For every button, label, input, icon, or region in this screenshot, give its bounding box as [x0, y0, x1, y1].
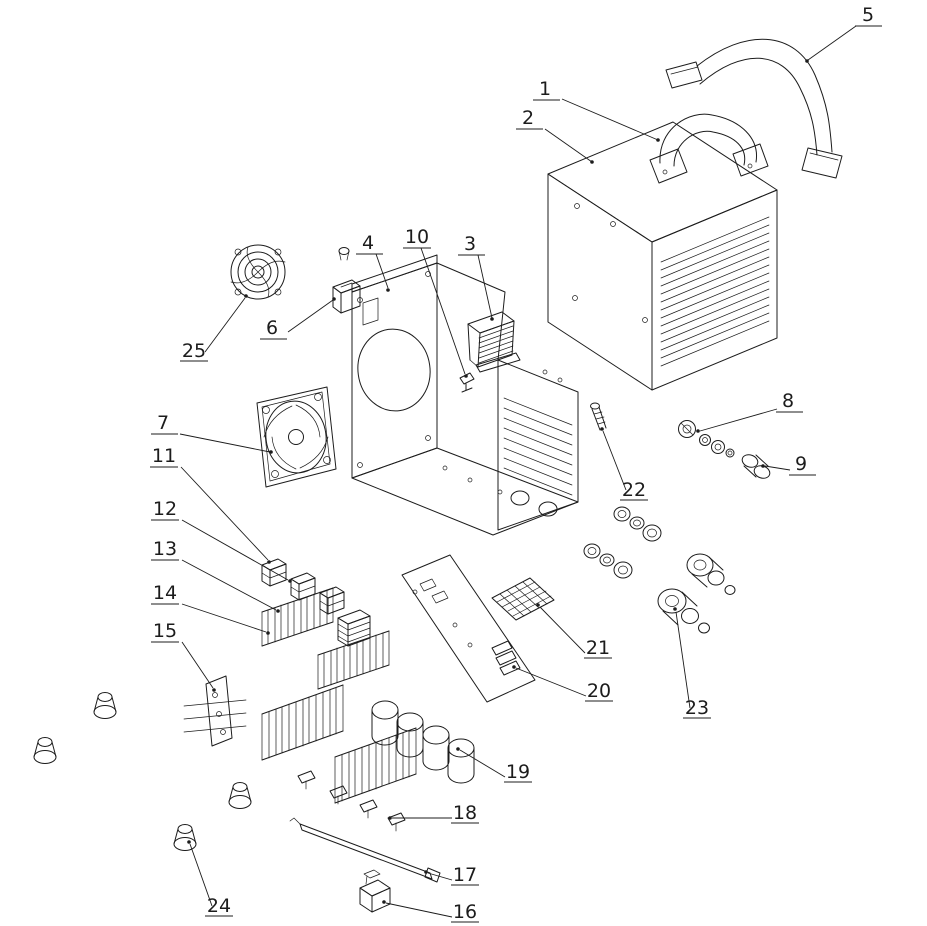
- callout-labels: 1 2 3 4 5 6 7: [150, 4, 882, 923]
- part-19-capacitors: [371, 700, 475, 784]
- part-15-bracket: [183, 675, 247, 747]
- callout-7: 7: [151, 412, 273, 454]
- capacitor: [447, 738, 475, 784]
- main-pcb: [401, 554, 536, 703]
- part-number-19: 19: [506, 761, 530, 783]
- part-5-strap: [665, 38, 843, 179]
- part-number-14: 14: [153, 582, 177, 604]
- part-24-rubber-feet: [33, 692, 252, 851]
- capacitor: [422, 725, 450, 771]
- part-3-transformer: [467, 311, 521, 373]
- part-number-7: 7: [157, 412, 169, 434]
- part-6-switch: [332, 247, 361, 314]
- callout-1: 1: [533, 78, 660, 142]
- callout-2: 2: [516, 107, 594, 164]
- callout-22: 22: [600, 427, 648, 501]
- callout-25: 25: [180, 294, 248, 362]
- callout-20: 20: [512, 665, 613, 702]
- part-number-1: 1: [539, 78, 551, 100]
- callout-17: 17: [424, 864, 479, 886]
- part-25-fan-guard: [230, 244, 286, 300]
- part-number-13: 13: [153, 538, 177, 560]
- part-number-8: 8: [782, 390, 794, 412]
- part-12-relay: [290, 572, 316, 601]
- output-terminal-upper: [686, 553, 736, 595]
- part-20-connector: [491, 640, 521, 676]
- part-number-4: 4: [362, 232, 374, 254]
- part-23-output-terminal: [657, 588, 710, 634]
- part-number-5: 5: [862, 4, 874, 26]
- part-number-16: 16: [453, 901, 477, 923]
- terminal-washers-b: [583, 543, 633, 579]
- part-18-clips: [297, 770, 406, 832]
- part-number-9: 9: [795, 453, 807, 475]
- clip: [297, 770, 316, 790]
- part-number-17: 17: [453, 864, 477, 886]
- part-7-fan: [256, 386, 337, 488]
- part-number-20: 20: [587, 680, 611, 702]
- foot: [93, 692, 117, 719]
- clip: [329, 785, 348, 805]
- part-number-23: 23: [685, 697, 709, 719]
- part-number-22: 22: [622, 479, 646, 501]
- part-8-shaft-hardware: [678, 420, 735, 458]
- part-number-25: 25: [182, 340, 206, 362]
- part-4-chassis: [351, 254, 579, 536]
- capacitor: [371, 700, 399, 746]
- callout-23: 23: [673, 607, 711, 719]
- part-number-2: 2: [522, 107, 534, 129]
- callout-13: 13: [151, 538, 280, 613]
- part-14-heatsink: [317, 630, 390, 690]
- capacitor: [396, 712, 424, 758]
- part-number-6: 6: [266, 317, 278, 339]
- part-17-mounting-bar: [289, 817, 441, 883]
- part-13-heatsink: [261, 587, 334, 647]
- part-number-18: 18: [453, 802, 477, 824]
- callout-10: 10: [403, 226, 468, 378]
- callout-4: 4: [356, 232, 390, 292]
- callout-3: 3: [458, 233, 494, 321]
- part-number-15: 15: [153, 620, 177, 642]
- callout-16: 16: [382, 900, 479, 923]
- callout-6: 6: [260, 297, 336, 340]
- callout-24: 24: [187, 840, 233, 917]
- part-number-3: 3: [464, 233, 476, 255]
- lower-heatsink-b: [334, 727, 417, 804]
- callout-15: 15: [151, 620, 216, 692]
- callout-11: 11: [150, 445, 271, 564]
- lower-heatsink-a: [261, 684, 344, 761]
- part-21-heatsink-grid: [491, 577, 555, 621]
- clip: [387, 812, 406, 832]
- part-1-handle: [649, 113, 769, 184]
- part-number-24: 24: [207, 895, 231, 917]
- part-22-screw: [590, 402, 607, 431]
- callout-19: 19: [456, 747, 532, 783]
- part-number-10: 10: [405, 226, 429, 248]
- part-number-21: 21: [586, 637, 610, 659]
- part-number-12: 12: [153, 498, 177, 520]
- part-number-11: 11: [152, 445, 176, 467]
- mid-transformer: [337, 609, 371, 647]
- foot: [173, 824, 197, 851]
- callout-12: 12: [151, 498, 292, 583]
- callout-21: 21: [536, 603, 612, 659]
- terminal-washers-a: [613, 506, 662, 542]
- part-16-transformer-block: [359, 869, 391, 913]
- foot: [228, 782, 252, 809]
- clip: [359, 799, 378, 819]
- callout-5: 5: [805, 4, 882, 63]
- part-2-cover: [547, 121, 778, 391]
- callout-8: 8: [696, 390, 803, 433]
- callout-18: 18: [388, 802, 479, 824]
- callout-14: 14: [151, 582, 270, 635]
- callout-9: 9: [761, 453, 816, 476]
- foot: [33, 737, 57, 764]
